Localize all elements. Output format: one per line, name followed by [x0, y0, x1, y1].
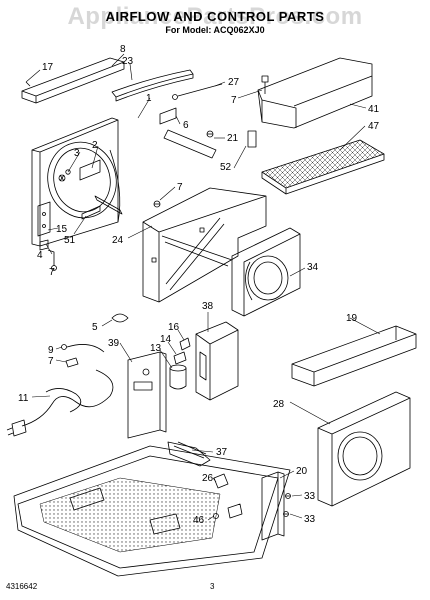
model-line: For Model: ACQ062XJ0 [165, 25, 265, 35]
callout: 34 [307, 262, 319, 273]
part-fan-shroud [31, 117, 123, 247]
callout: 39 [108, 338, 120, 349]
part-motor-screw [58, 169, 71, 182]
document-number: 4316642 [6, 582, 38, 591]
part-blower-housing [231, 227, 301, 317]
part-capacitor [169, 337, 191, 390]
part-top-rail [21, 57, 125, 104]
callout: 7 [231, 95, 237, 106]
callout: 47 [368, 121, 380, 132]
part-bracket-strip [111, 69, 194, 102]
callout: 24 [112, 235, 124, 246]
callout: 16 [168, 322, 180, 333]
leader-lines [25, 53, 381, 521]
part-side-bracket [37, 201, 57, 271]
part-center-plenum [142, 187, 267, 303]
callout: 38 [202, 301, 214, 312]
callout: 33 [304, 491, 316, 502]
callout: 23 [122, 56, 134, 67]
callout: 19 [346, 313, 358, 324]
callout: 1 [146, 93, 152, 104]
part-control-panel [127, 351, 167, 439]
callout: 3 [74, 148, 80, 159]
callout: 26 [202, 473, 214, 484]
part-power-cord [6, 344, 114, 437]
callout: 46 [193, 515, 205, 526]
part-screw-7c [153, 200, 161, 208]
part-mounting-bracket [213, 471, 291, 541]
callout: 5 [92, 322, 98, 333]
part-front-panel [317, 391, 411, 507]
callout: 7 [49, 267, 55, 278]
part-air-filter [261, 139, 385, 195]
callout-labels: 17 8 23 27 7 41 47 1 6 21 52 3 2 7 51 15… [18, 44, 380, 526]
part-gasket-51 [81, 205, 101, 220]
part-top-panel-right [291, 325, 417, 387]
callout: 13 [150, 343, 162, 354]
callout: 33 [304, 514, 316, 525]
callout: 37 [216, 447, 228, 458]
part-top-cover [257, 57, 373, 129]
callout: 6 [183, 120, 189, 131]
part-17 [25, 81, 31, 87]
callout: 27 [228, 77, 240, 88]
callout: 41 [368, 104, 380, 115]
part-control-bracket [159, 107, 257, 159]
callout: 9 [48, 345, 54, 356]
callout: 2 [92, 140, 98, 151]
part-wire-clip [111, 313, 129, 323]
callout: 21 [227, 133, 239, 144]
part-wire-harness [167, 441, 229, 489]
callout: 52 [220, 162, 232, 173]
callout: 4 [37, 250, 43, 261]
watermark: AppliancePartsPros.com [67, 3, 363, 30]
callout: 14 [160, 334, 172, 345]
part-switch-housing [195, 321, 239, 401]
callout: 7 [177, 182, 183, 193]
callout: 51 [64, 235, 76, 246]
part-wire-connector [172, 83, 223, 100]
callout: 7 [48, 356, 54, 367]
page-title: AIRFLOW AND CONTROL PARTS [105, 9, 325, 24]
callout: 8 [120, 44, 126, 55]
callout: 17 [42, 62, 54, 73]
callout: 15 [56, 224, 68, 235]
part-screw-7a [261, 75, 269, 94]
callout: 28 [273, 399, 285, 410]
part-orifice-ring [79, 159, 101, 181]
page-number: 3 [210, 582, 215, 591]
callout: 11 [18, 393, 29, 404]
callout: 20 [296, 466, 308, 477]
part-base-pan [13, 445, 291, 577]
